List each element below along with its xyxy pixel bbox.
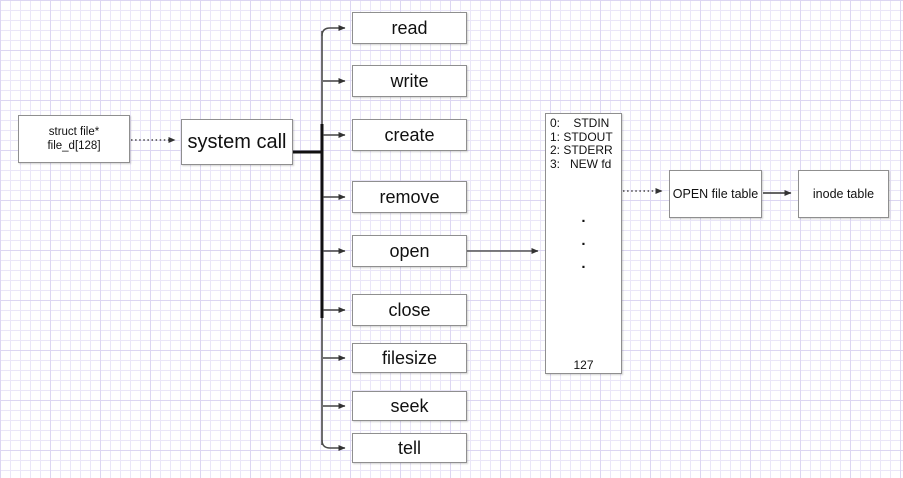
filesize-label: filesize (381, 347, 438, 368)
fd-table-last-index: 127 (573, 358, 594, 372)
open-file-table-label: OPEN file table (672, 187, 759, 201)
fd-row-stdin: 0: STDIN (550, 116, 610, 130)
inode-table-label: inode table (812, 187, 875, 201)
node-tell[interactable]: tell (352, 433, 467, 463)
read-label: read (391, 17, 428, 38)
write-label: write (390, 70, 429, 91)
struct-file-line2: file_d[128] (47, 140, 101, 152)
node-seek[interactable]: seek (352, 391, 467, 421)
seek-label: seek (390, 395, 429, 416)
open-label: open (389, 240, 430, 261)
fd-row-stderr: 2: STDERR (550, 143, 613, 157)
node-close[interactable]: close (352, 294, 467, 326)
remove-label: remove (379, 186, 440, 207)
node-inode-table[interactable]: inode table (798, 170, 889, 218)
node-remove[interactable]: remove (352, 181, 467, 213)
fd-row-stdout: 1: STDOUT (550, 129, 613, 144)
node-filesize[interactable]: filesize (352, 343, 467, 373)
node-write[interactable]: write (352, 65, 467, 97)
fd-table-ellipsis: . . . (581, 209, 586, 272)
edge-to-tell (321, 439, 346, 451)
struct-file-line1: struct file* (48, 126, 100, 138)
fd-row-newfd: 3: NEW fd (550, 156, 612, 171)
node-open-file-table[interactable]: OPEN file table (669, 170, 762, 218)
close-label: close (388, 299, 431, 320)
create-label: create (384, 124, 435, 145)
node-create[interactable]: create (352, 119, 467, 151)
tell-label: tell (397, 437, 421, 458)
system-call-label: system call (187, 130, 287, 153)
node-struct-file[interactable]: struct file* file_d[128] (18, 115, 130, 163)
node-read[interactable]: read (352, 12, 467, 44)
edge-to-read (321, 25, 346, 37)
node-system-call[interactable]: system call (181, 119, 293, 165)
node-open[interactable]: open (352, 235, 467, 267)
